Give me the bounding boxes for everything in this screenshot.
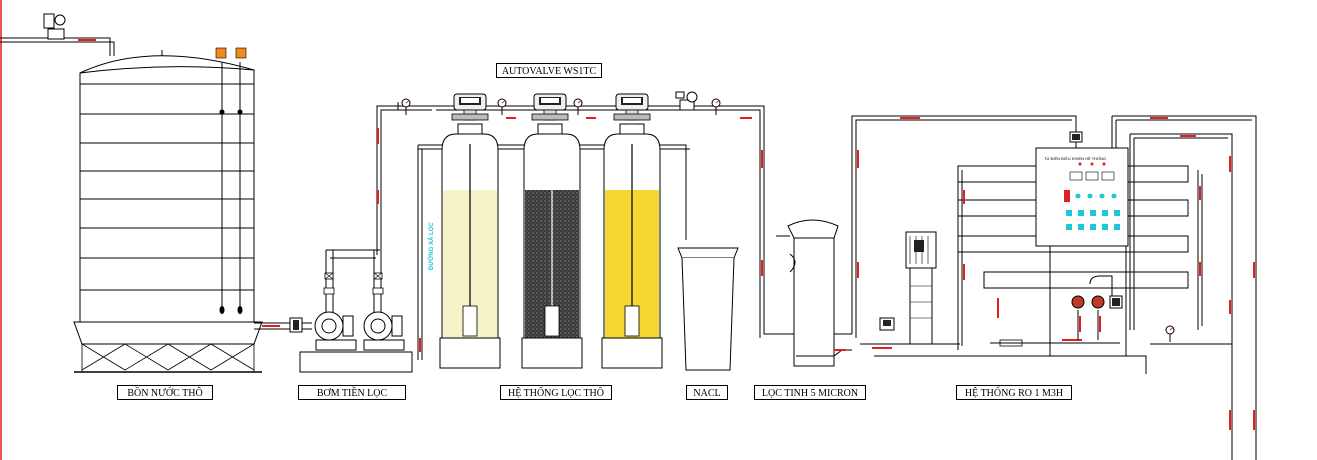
- filter-vessel-resin: [601, 133, 663, 369]
- label-nacl: NACL: [686, 385, 728, 400]
- raw-water-tank: [73, 47, 263, 373]
- label-pre-filter: HỆ THỐNG LỌC THÔ: [500, 385, 612, 400]
- inlet-pipe: [0, 13, 115, 56]
- suction-pipe: [254, 317, 312, 333]
- booster-pumps: [299, 105, 436, 373]
- label-micron-filter: LỌC TINH 5 MICRON: [754, 385, 866, 400]
- label-booster-pump: BƠM TIỀN LỌC: [298, 385, 406, 400]
- ro-outlet-pipes: [1111, 115, 1257, 460]
- label-ro-system: HỆ THỐNG RO 1 M3H: [956, 385, 1072, 400]
- label-autovalve: AUTOVALVE WS1TC: [496, 63, 602, 78]
- label-control-panel: TỦ ĐIỆN ĐIỀU KHIỂN HỆ THỐNG: [1044, 156, 1107, 161]
- ro-feed-pipe: [851, 115, 1083, 338]
- label-raw-tank: BỒN NƯỚC THÔ: [117, 385, 213, 400]
- control-panel: [1035, 147, 1129, 356]
- micron-filter-housing: [776, 219, 852, 367]
- brine-tank: [677, 247, 739, 371]
- filter-vessel-carbon: [521, 133, 583, 369]
- label-backwash-line: ĐƯỜNG XẢ LỌC: [429, 222, 435, 270]
- filter-vessel-gravel: [439, 133, 501, 369]
- ro-high-pressure-pump: [860, 231, 1147, 374]
- ro-flowmeters: [1071, 275, 1123, 340]
- filter-header-pipe: [397, 91, 852, 360]
